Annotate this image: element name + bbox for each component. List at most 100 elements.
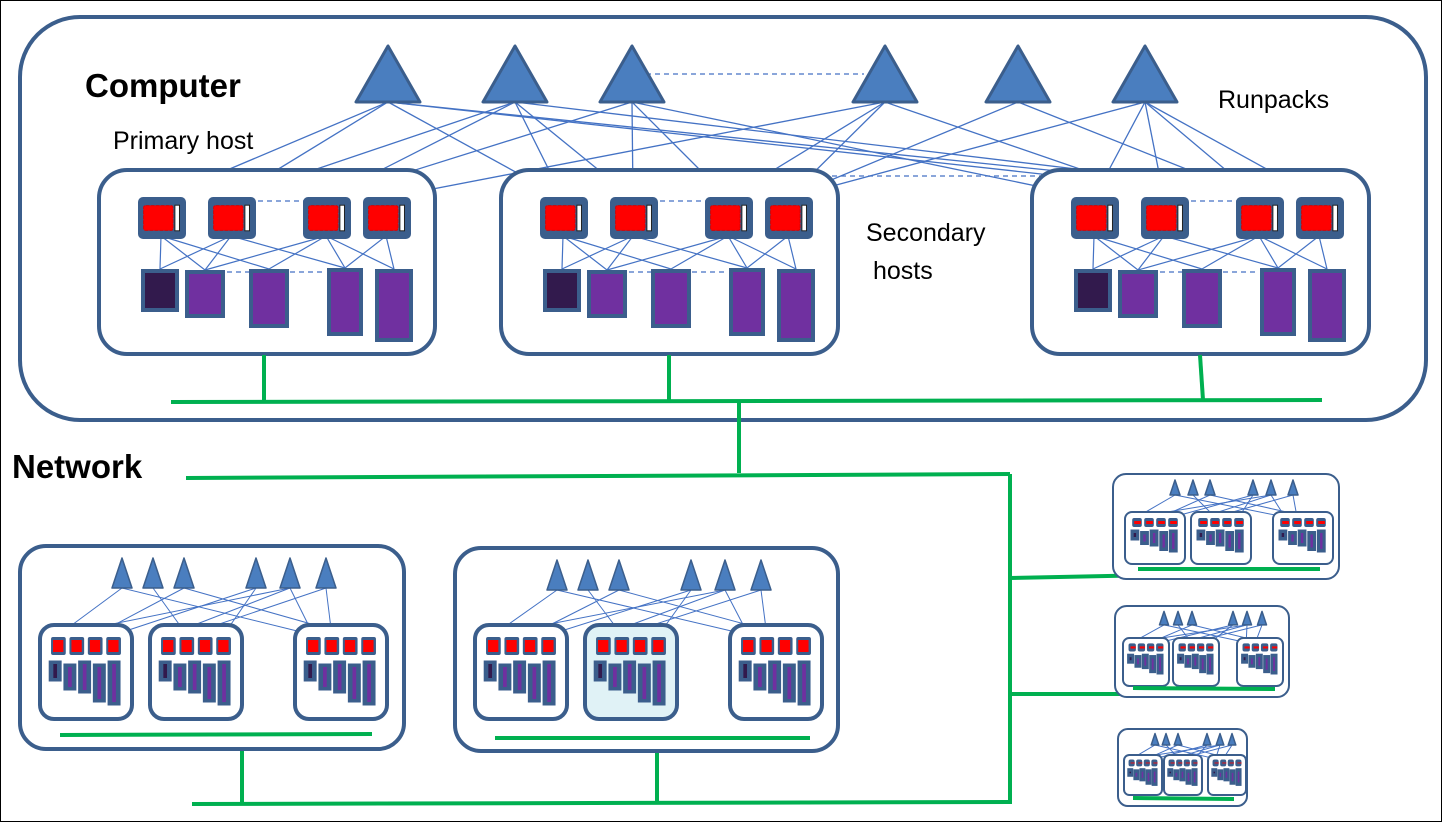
small-runpack-triangle [1172, 610, 1184, 626]
small-storage-core [503, 667, 507, 687]
host-internal-link [1092, 235, 1095, 270]
small-host [1190, 494, 1294, 565]
network-label: Network [12, 448, 143, 485]
processor-core [143, 205, 174, 231]
small-storage-core [772, 664, 777, 690]
host-internal-link [746, 235, 789, 269]
small-processor-core [1134, 521, 1141, 524]
processor [303, 197, 351, 239]
small-storage-core [488, 664, 493, 678]
small-processor-core [1130, 646, 1136, 649]
host-internal-link [1093, 235, 1139, 271]
storage-core [253, 273, 285, 324]
small-storage-core [1181, 771, 1184, 778]
small-storage-core [627, 664, 632, 690]
small-storage-core [1209, 657, 1211, 671]
storage-core [1264, 272, 1292, 332]
runpack-link [631, 101, 1095, 199]
small-storage-core [323, 667, 327, 687]
storage-core [189, 274, 221, 314]
small-runpack-triangle [608, 559, 630, 591]
processor [138, 197, 186, 239]
small-runpack-triangle [1187, 479, 1199, 496]
small-processor-core [1222, 762, 1227, 764]
small-storage-core [743, 664, 748, 678]
secondary-host [1030, 168, 1371, 356]
small-storage-core [1169, 771, 1172, 774]
small-storage-core [657, 664, 661, 702]
processor [363, 197, 411, 239]
small-runpack-triangle [750, 559, 772, 591]
small-processor-core [89, 640, 101, 652]
storage-core [655, 273, 687, 324]
storage [249, 269, 289, 328]
storage-core [331, 272, 359, 332]
small-storage-core [1281, 533, 1285, 537]
processor [1071, 197, 1119, 239]
small-storage-core [532, 667, 537, 699]
small-processor-core [1170, 521, 1177, 524]
small-processor-core [163, 640, 174, 652]
small-processor-core [181, 640, 192, 652]
small-storage-core [192, 664, 197, 690]
small-storage-core [642, 667, 647, 699]
host-internal-link [727, 235, 797, 270]
small-storage-core [1231, 772, 1234, 782]
small-processor-core [1145, 762, 1151, 764]
storage [141, 269, 179, 312]
small-storage-core [1152, 533, 1156, 543]
small-storage-core [1243, 657, 1246, 661]
processor-slot [646, 204, 652, 232]
runpack-link [787, 101, 1146, 199]
small-processor-core [743, 640, 754, 652]
small-runpack-link [1174, 494, 1286, 518]
runpack-triangle [851, 44, 919, 104]
processor [765, 197, 813, 239]
small-processor-core [1282, 521, 1289, 524]
small-runpack-triangle [1227, 732, 1237, 746]
small-processor-core [798, 640, 809, 652]
small-runpack-triangle [1247, 479, 1259, 496]
small-storage-core [1320, 533, 1323, 549]
host-internal-link [385, 235, 395, 270]
network-bus [185, 472, 1011, 480]
small-storage-core [112, 664, 116, 702]
small-runpack-triangle [1204, 479, 1216, 496]
small-storage-core [1151, 658, 1154, 670]
small-host [583, 589, 762, 721]
processor-core [615, 205, 646, 231]
host-internal-link [632, 235, 748, 269]
small-host [473, 589, 726, 721]
small-storage-core [1291, 534, 1294, 542]
small-runpack-triangle [279, 557, 301, 589]
small-processor-core [308, 640, 319, 652]
primary-host-label: Primary host [113, 127, 254, 155]
small-runpack-triangle [1158, 610, 1170, 626]
small-runpack-triangle [1256, 610, 1268, 626]
small-storage-core [1144, 657, 1147, 666]
host-internal-link [1258, 235, 1328, 270]
storage-core [1312, 273, 1342, 338]
host-internal-link [160, 235, 270, 270]
small-processor-core [1138, 762, 1143, 764]
small-storage-core [1129, 657, 1132, 661]
small-storage-core [1213, 771, 1216, 774]
small-computer-bus [1132, 796, 1235, 801]
storage [185, 270, 225, 318]
small-host [1163, 624, 1284, 687]
small-storage-core [1141, 771, 1144, 778]
small-processor-core [1193, 762, 1198, 764]
host-internal-link [1093, 235, 1203, 270]
small-runpack-triangle [1241, 610, 1253, 626]
host-internal-link [1163, 235, 1279, 269]
small-processor-core [761, 640, 772, 652]
small-runpack-triangle [577, 559, 599, 591]
small-runpack-triangle [173, 557, 195, 589]
host-internal-link [204, 235, 327, 271]
small-storage-core [1238, 533, 1241, 549]
storage [729, 268, 765, 336]
computer-frame [18, 15, 1428, 422]
small-runpack-triangle [1215, 732, 1225, 746]
host-internal-link [159, 235, 232, 270]
storage [1308, 269, 1346, 342]
